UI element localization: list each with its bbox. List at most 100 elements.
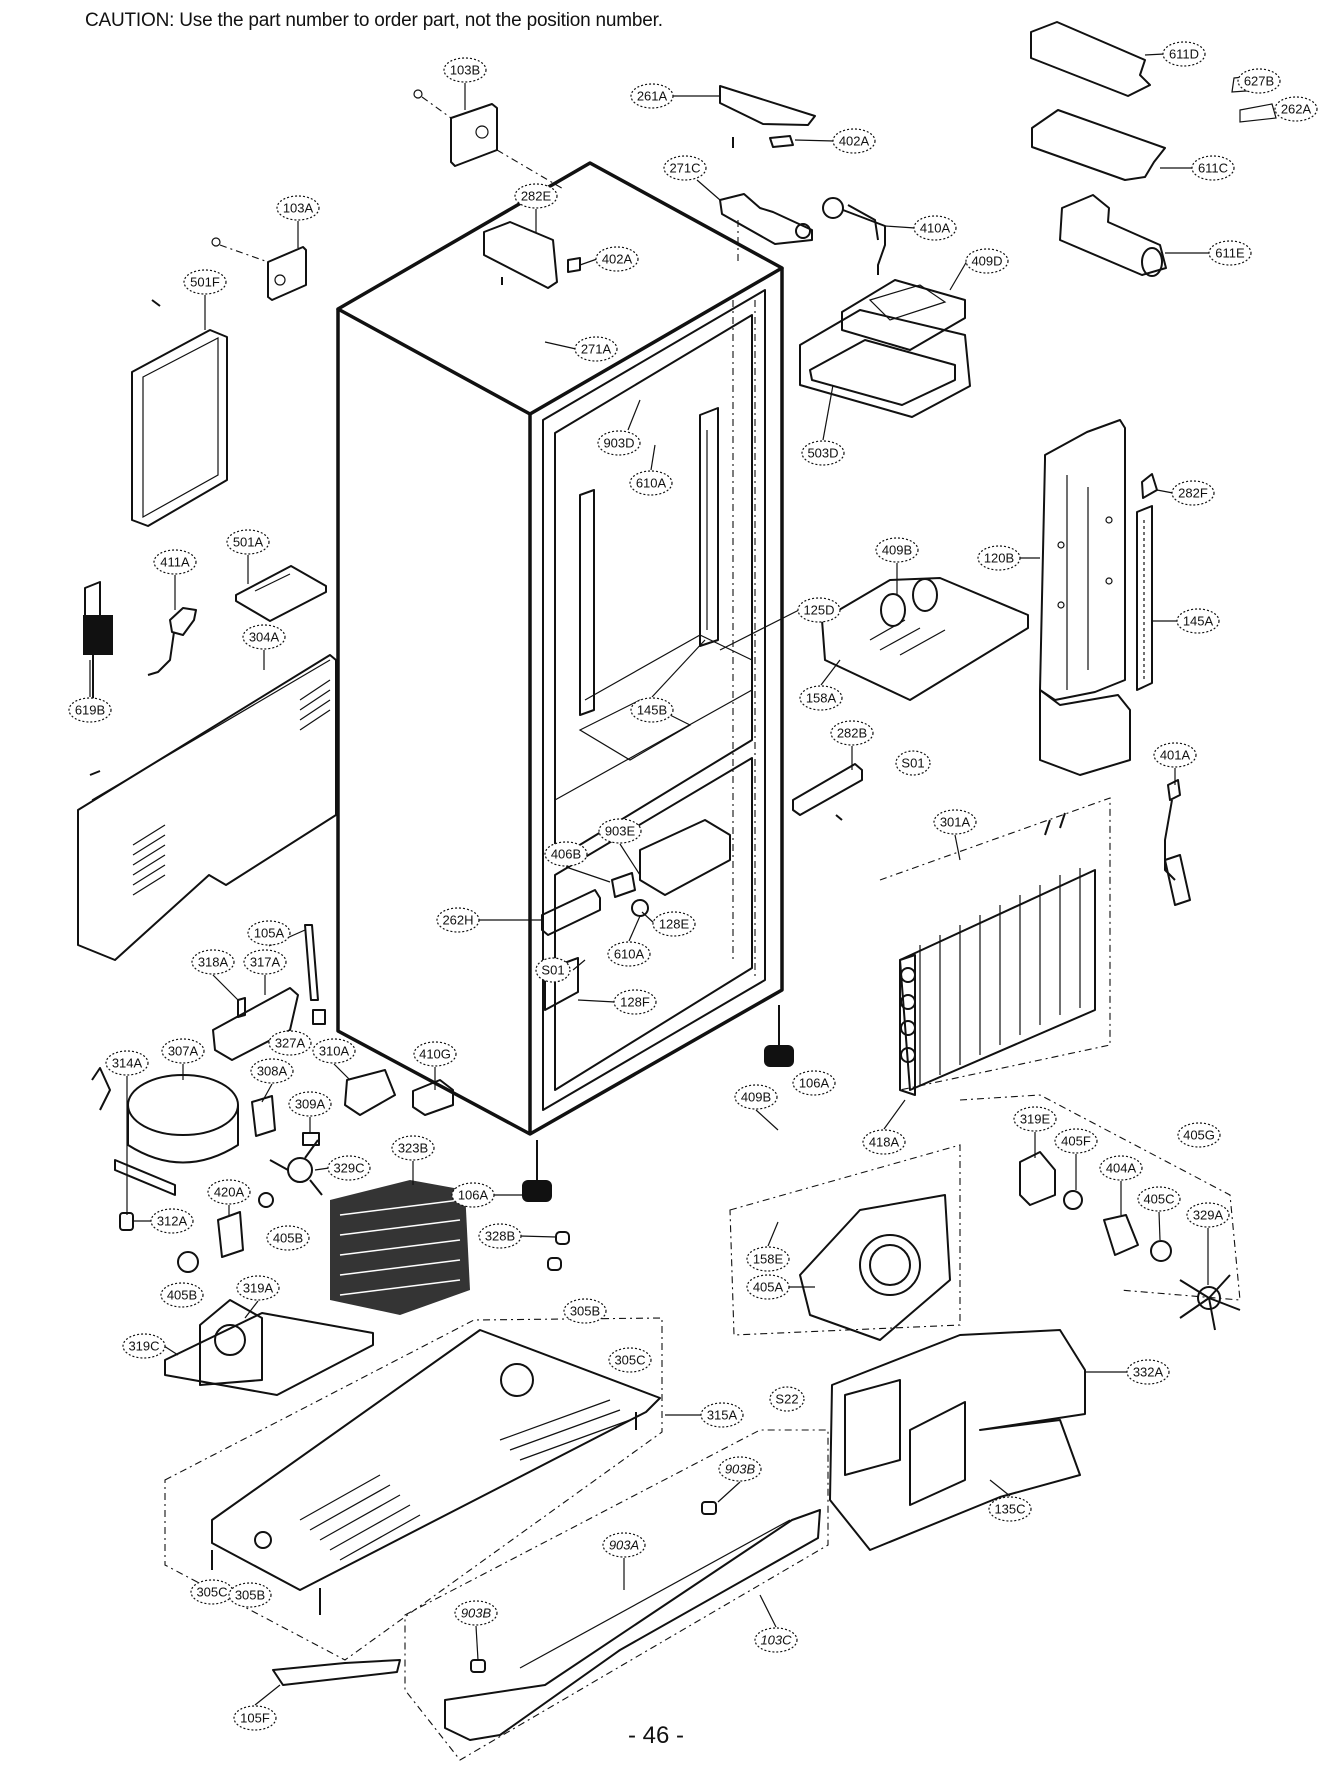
part-262h-bracket-graphic: [541, 819, 731, 936]
callout-619b: 619B: [68, 697, 112, 723]
callout-406b: 406B: [544, 841, 588, 867]
callout-317a: 317A: [243, 949, 287, 975]
callout-ellipse: [799, 685, 843, 711]
callout-409b: 409B: [734, 1084, 778, 1110]
callout-ellipse: [1013, 1106, 1057, 1132]
callout-ellipse: [769, 1386, 805, 1412]
callout-label: 282E: [521, 189, 552, 204]
callout-label: 315A: [707, 1408, 738, 1423]
callout-329a: 329A: [1186, 1202, 1230, 1228]
callout-ellipse: [746, 1274, 790, 1300]
part-401a-graphic: [1164, 779, 1191, 906]
callout-label: 309A: [295, 1097, 326, 1112]
callout-label: 308A: [257, 1064, 288, 1079]
part-409d-503d-graphic: [799, 279, 971, 418]
callout-label: 903A: [609, 1538, 639, 1553]
callout-ellipse: [608, 1347, 652, 1373]
callout-label: 619B: [75, 703, 105, 718]
callout-282e: 282E: [514, 183, 558, 209]
callout-ellipse: [544, 841, 588, 867]
callout-ellipse: [933, 809, 977, 835]
part-611-group-graphic: [1030, 21, 1277, 277]
callout-145b: 145B: [630, 697, 674, 723]
callout-ellipse: [613, 989, 657, 1015]
part-308a-309a-graphic: [251, 1095, 320, 1146]
callout-ellipse: [862, 1129, 906, 1155]
part-103a-graphic: [211, 237, 307, 301]
callout-ellipse: [266, 1225, 310, 1251]
part-103c-kickplate-graphic: [404, 1429, 829, 1761]
callout-label: S22: [775, 1392, 798, 1407]
callout-282f: 282F: [1171, 480, 1215, 506]
callout-501a: 501A: [226, 529, 270, 555]
callout-ellipse: [1208, 240, 1252, 266]
callout-410a: 410A: [913, 215, 957, 241]
callout-ellipse: [1054, 1128, 1098, 1154]
callout-409d: 409D: [965, 248, 1009, 274]
part-323b-condenser-graphic: [330, 1180, 470, 1315]
callout-120b: 120B: [977, 545, 1021, 571]
callout-329c: 329C: [327, 1155, 371, 1181]
callout-label: 420A: [214, 1185, 245, 1200]
part-158a-409b-graphic: [821, 577, 1029, 701]
callout-label: 145B: [637, 703, 667, 718]
part-619b-graphic: [83, 581, 113, 700]
callout-420a: 420A: [207, 1179, 251, 1205]
part-103b-graphic: [413, 89, 566, 191]
callout-ellipse: [242, 624, 286, 650]
part-420a-graphic: [177, 1192, 274, 1273]
caution-caption: CAUTION: Use the part number to order pa…: [85, 10, 663, 31]
callout-label: 328B: [485, 1229, 515, 1244]
callout-label: 317A: [250, 955, 281, 970]
callout-label: 402A: [602, 252, 633, 267]
callout-label: 327A: [275, 1036, 306, 1051]
callout-label: 503D: [807, 446, 838, 461]
callout-ellipse: [630, 83, 674, 109]
callout-ellipse: [183, 269, 227, 295]
callout-405a: 405A: [746, 1274, 790, 1300]
part-317a-318a-graphic: [212, 987, 299, 1061]
part-145a-graphic: [1136, 473, 1158, 691]
callout-label: 261A: [637, 89, 668, 104]
callout-label: 418A: [869, 1135, 900, 1150]
callout-627b: 627B: [1237, 68, 1281, 94]
callout-103c: 103C: [754, 1627, 798, 1653]
callout-145a: 145A: [1176, 608, 1220, 634]
callout-158e: 158E: [746, 1246, 790, 1272]
callout-ellipse: [288, 1091, 332, 1117]
callout-ellipse: [1171, 480, 1215, 506]
callout-ellipse: [1126, 1359, 1170, 1385]
callout-404a: 404A: [1099, 1155, 1143, 1181]
callout-label: 106A: [458, 1188, 489, 1203]
callout-label: 145A: [1183, 614, 1214, 629]
callout-328b: 328B: [478, 1223, 522, 1249]
callout-319c: 319C: [122, 1333, 166, 1359]
callout-label: 402A: [839, 134, 870, 149]
callout-label: 405C: [1143, 1192, 1174, 1207]
callout-106a: 106A: [451, 1182, 495, 1208]
callout-ellipse: [832, 128, 876, 154]
callout-label: 610A: [614, 947, 645, 962]
callout-ellipse: [451, 1182, 495, 1208]
callout-label: 103A: [283, 201, 314, 216]
callout-319e: 319E: [1013, 1106, 1057, 1132]
callout-503d: 503D: [801, 440, 845, 466]
callout-323b: 323B: [391, 1135, 435, 1161]
callout-ellipse: [250, 1058, 294, 1084]
callout-label: 106A: [799, 1076, 830, 1091]
callout-label: 410G: [419, 1047, 451, 1062]
callout-label: 271C: [669, 161, 700, 176]
callout-103b: 103B: [443, 57, 487, 83]
callout-ellipse: [1176, 608, 1220, 634]
callout-label: 128E: [659, 917, 690, 932]
callout-ellipse: [436, 907, 480, 933]
part-319a-319c-graphic: [164, 1299, 374, 1396]
callout-ellipse: [243, 949, 287, 975]
callout-ellipse: [233, 1705, 277, 1731]
callout-271c: 271C: [663, 155, 707, 181]
callout-label: 405A: [753, 1280, 784, 1295]
callout-611c: 611C: [1191, 155, 1235, 181]
callout-405g: 405G: [1177, 1122, 1221, 1148]
callout-label: 310A: [319, 1044, 350, 1059]
callout-s01: S01: [895, 750, 931, 776]
